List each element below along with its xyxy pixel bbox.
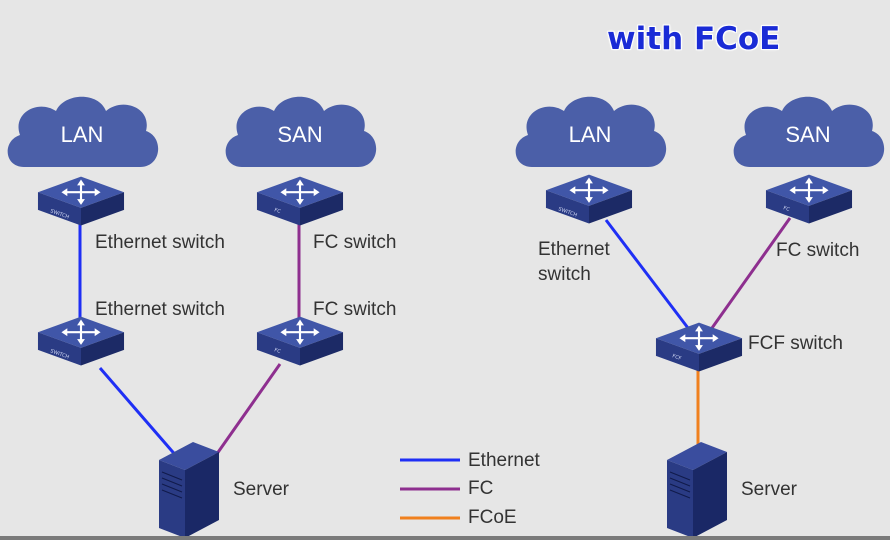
label-server-right: Server — [741, 479, 797, 500]
label-ethernet-switch-right-line1: Ethernet — [538, 239, 610, 260]
fc-link-left-server — [212, 363, 282, 459]
ethernet-switch-left-top: SWITCH — [36, 176, 126, 227]
san-cloud-right-label: SAN — [785, 122, 830, 147]
svg-text:FC: FC — [782, 205, 791, 213]
diagram-title: with FCoE — [607, 21, 781, 57]
label-fc-switch-left-top: FC switch — [313, 232, 397, 253]
lan-cloud-left-label: LAN — [61, 122, 104, 147]
svg-text:FC: FC — [273, 347, 282, 355]
ethernet-switch-right: SWITCH — [544, 174, 634, 225]
fc-switch-left-bottom: FC — [255, 316, 345, 367]
fc-link-right — [710, 217, 792, 329]
label-fcf-switch-right: FCF switch — [748, 333, 843, 354]
server-right-icon — [666, 442, 728, 538]
fc-switch-right: FC — [764, 174, 854, 225]
fcf-switch-right: FCF — [654, 322, 744, 373]
legend-fcoe-label: FCoE — [468, 507, 517, 528]
label-fc-switch-left-bottom: FC switch — [313, 299, 397, 320]
server-left-icon — [158, 442, 220, 538]
ethernet-link-right — [604, 219, 690, 329]
label-ethernet-switch-left-bottom: Ethernet switch — [95, 299, 225, 320]
san-cloud-left-label: SAN — [277, 122, 322, 147]
svg-text:FC: FC — [273, 207, 282, 215]
label-server-left: Server — [233, 479, 289, 500]
fc-switch-left-top: FC — [255, 176, 345, 227]
label-ethernet-switch-right-line2: switch — [538, 264, 591, 285]
legend-fc-label: FC — [468, 478, 494, 499]
legend-ethernet-label: Ethernet — [468, 450, 540, 471]
svg-text:FCF: FCF — [671, 353, 682, 362]
label-ethernet-switch-left-top: Ethernet switch — [95, 232, 225, 253]
ethernet-link-left-server — [98, 367, 180, 459]
lan-cloud-right-label: LAN — [569, 122, 612, 147]
ethernet-switch-left-bottom: SWITCH — [36, 316, 126, 367]
bottom-divider — [0, 536, 890, 540]
label-fc-switch-right: FC switch — [776, 240, 860, 261]
